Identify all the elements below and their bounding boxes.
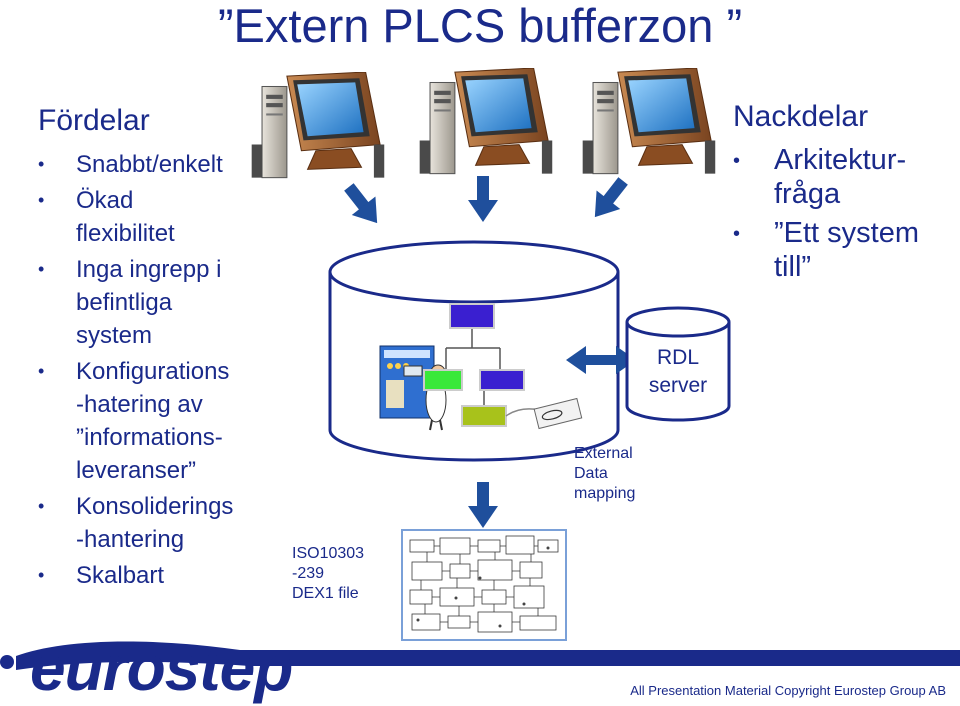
rdl-server-label: RDL server [648, 346, 708, 397]
iso-file-label: ISO10303 -239 DEX1 file [292, 545, 365, 602]
rdl-server-cylinder [625, 306, 731, 422]
list-item: Arkitektur- fråga [733, 143, 958, 211]
hierarchy-box-olive [461, 405, 507, 427]
list-item: Snabbt/enkelt [38, 148, 298, 181]
list-item: Skalbart [38, 559, 298, 592]
workstation-icon-right [582, 68, 716, 175]
database-cylinder [328, 240, 620, 462]
arrow-down-left-icon [337, 177, 389, 233]
external-data-mapping-label: External Data mapping [574, 445, 636, 502]
arrow-down-right-icon [583, 171, 635, 227]
hierarchy-box-green [423, 369, 463, 391]
eurostep-logo: eurostep [30, 632, 293, 704]
arrow-down-center-icon [468, 176, 498, 222]
advantages-list: Snabbt/enkelt Ökad flexibilitet Inga ing… [38, 148, 298, 595]
list-item: Inga ingrepp i befintliga system [38, 253, 298, 352]
hierarchy-box-purple [479, 369, 525, 391]
hierarchy-box-top [449, 303, 495, 329]
advantages-heading: Fördelar [38, 104, 150, 137]
arrow-down-bottom-icon [468, 482, 498, 528]
disadvantages-list: Arkitektur- fråga ”Ett system till” [733, 143, 958, 289]
document-clip-icon [533, 397, 583, 430]
page-title: ”Extern PLCS bufferzon ” [217, 0, 743, 52]
list-item: Konsoliderings -hantering [38, 490, 298, 556]
list-item: Ökad flexibilitet [38, 184, 298, 250]
hierarchy-chart [423, 303, 583, 430]
list-item: Konfigurations -hatering av ”information… [38, 355, 298, 487]
copyright-footer: All Presentation Material Copyright Euro… [630, 683, 946, 698]
workstation-icon-center [419, 68, 553, 175]
workstation-icon-left [251, 72, 385, 179]
eurostep-logo-swoosh [0, 641, 960, 670]
schematic-document [401, 529, 567, 641]
list-item: ”Ett system till” [733, 216, 958, 284]
disadvantages-heading: Nackdelar [733, 100, 869, 133]
